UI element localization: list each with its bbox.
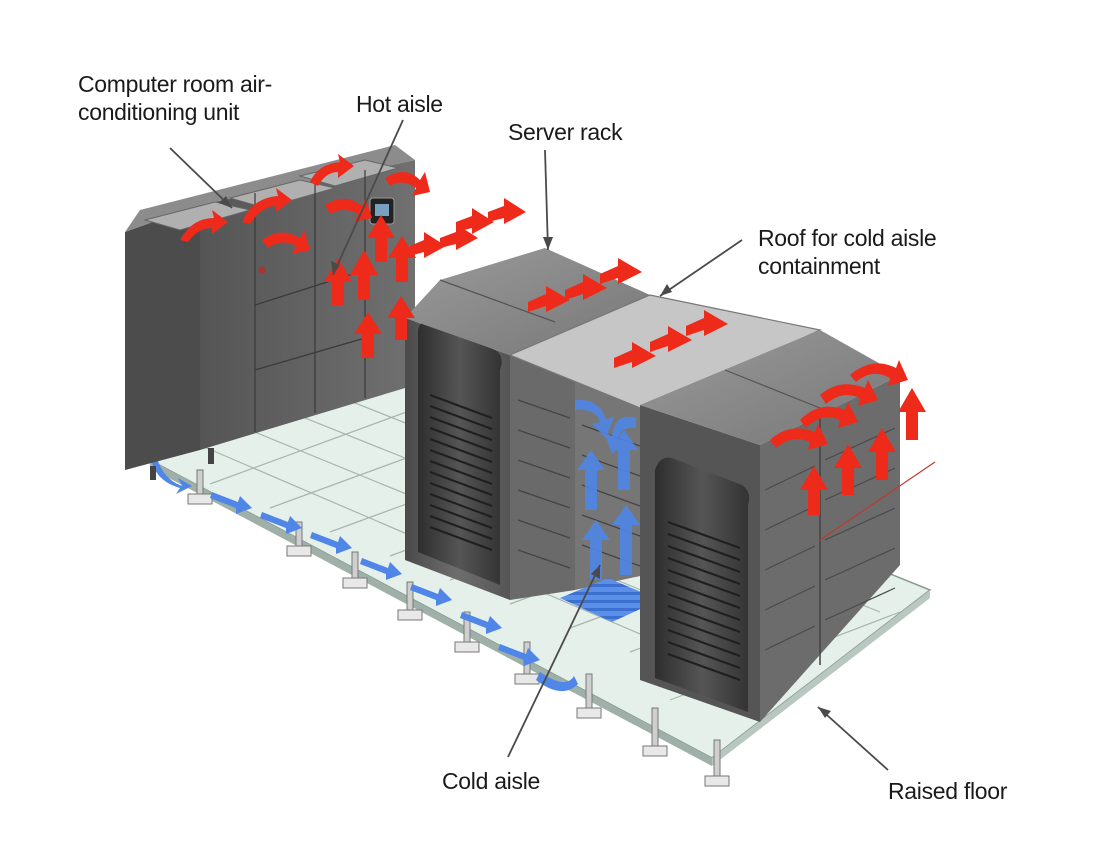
floor-pedestals xyxy=(187,469,730,787)
cold-aisle-airflow xyxy=(575,399,640,580)
label-crac-line2: conditioning unit xyxy=(78,99,240,125)
label-roof-line2: containment xyxy=(758,253,880,279)
floor-vent-grate xyxy=(560,578,660,622)
label-server-rack: Server rack xyxy=(508,119,623,145)
label-crac-unit: Computer room air- conditioning unit xyxy=(78,70,272,126)
leader-arrowheads xyxy=(219,196,831,718)
label-raised-floor: Raised floor xyxy=(888,778,1008,804)
label-roof-line1: Roof for cold aisle xyxy=(758,225,937,251)
label-crac-line1: Computer room air- xyxy=(78,71,272,97)
server-rack-row-right xyxy=(640,330,936,722)
leader-lines xyxy=(169,119,889,771)
underfloor-cold-airflow xyxy=(150,450,578,692)
label-hot-aisle: Hot aisle xyxy=(356,91,443,117)
label-roof-containment: Roof for cold aisle containment xyxy=(758,224,937,280)
label-cold-aisle: Cold aisle xyxy=(442,768,540,794)
server-rack-row-left xyxy=(405,248,650,600)
hot-airflow-arrows xyxy=(180,154,926,515)
